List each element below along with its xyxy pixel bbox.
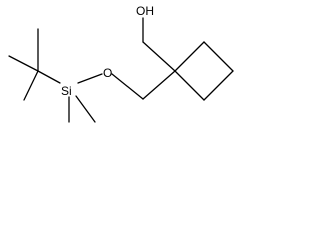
- cyclobutane-ring: [174, 41, 234, 101]
- ring-bond-right-bottom: [203, 70, 234, 101]
- bond-tbu-silicon: [37, 70, 61, 84]
- silicon-atom-label: Si: [61, 84, 72, 98]
- bond-quaternary-ch2: [142, 41, 176, 72]
- bond-si-oxygen: [77, 73, 103, 84]
- ether-oxygen-label: O: [103, 66, 112, 80]
- bond-tbu-methyl-lower: [23, 70, 39, 101]
- ring-bond-bottom: [174, 70, 205, 101]
- bond-si-methyl-right: [75, 95, 96, 123]
- ring-bond-top: [174, 41, 205, 72]
- ring-bond-right-top: [203, 41, 234, 72]
- hydroxyl-label: OH: [136, 4, 154, 18]
- bond-tbu-methyl-left: [8, 55, 39, 72]
- chemical-structure: Si O OH: [8, 4, 234, 123]
- tert-butyl-group: [8, 28, 61, 101]
- bond-oxygen-methylene: [111, 73, 144, 100]
- bond-methylene-quaternary: [142, 70, 176, 100]
